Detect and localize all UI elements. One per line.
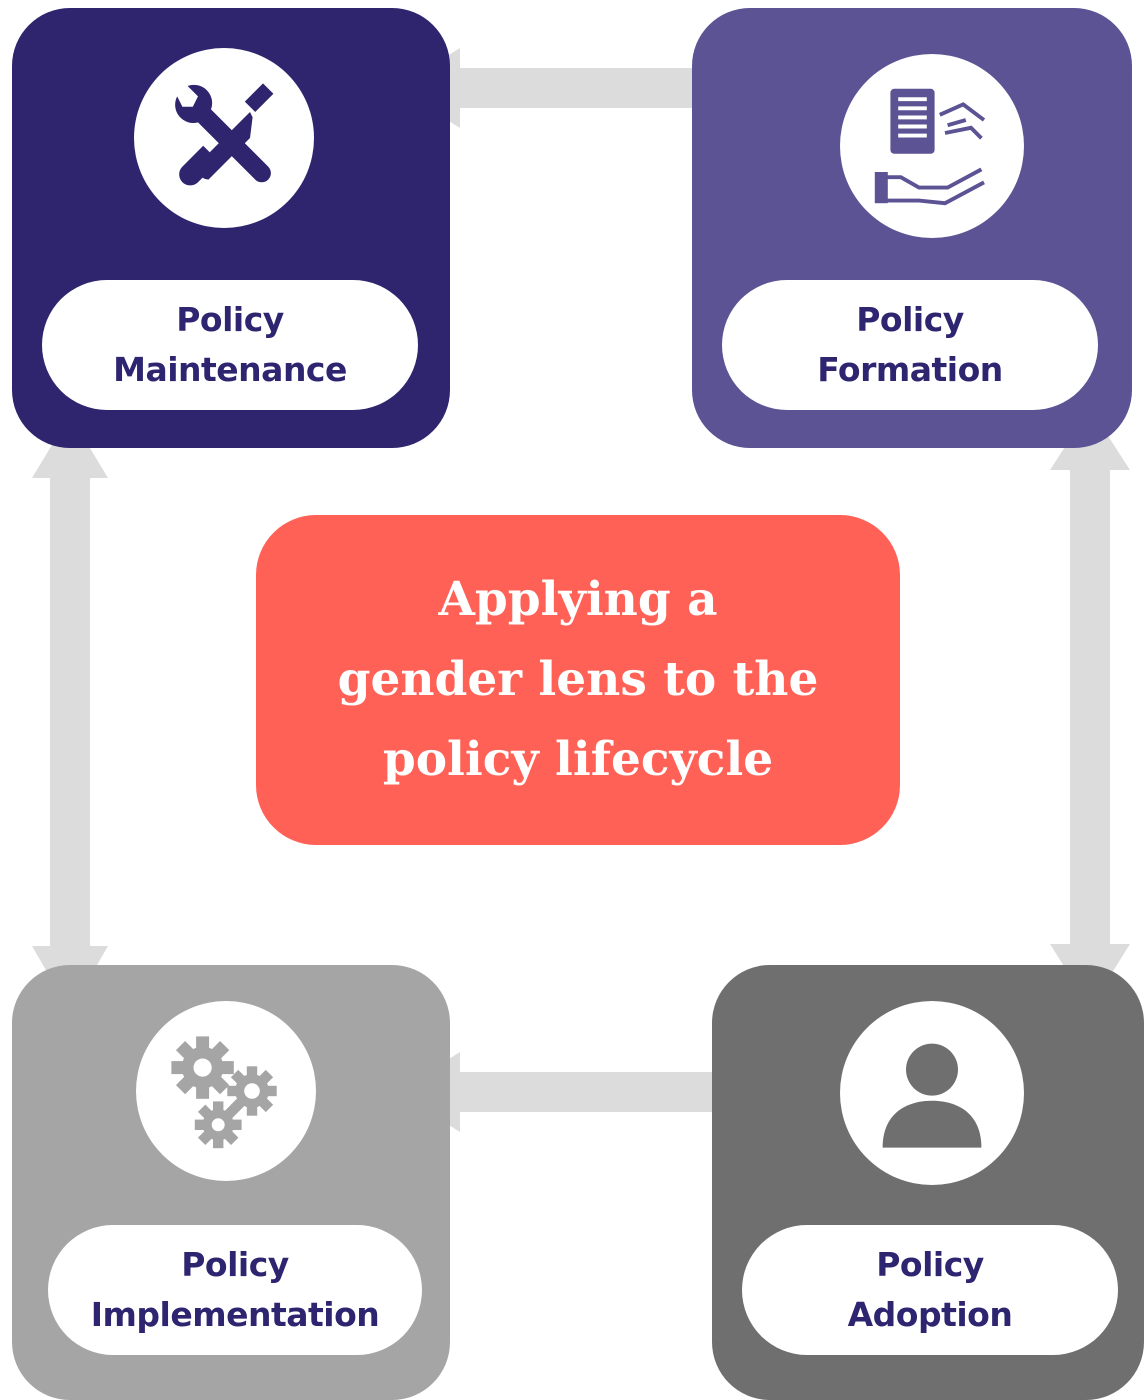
- center-title-line2: gender lens to the: [337, 652, 819, 707]
- label-line1: Policy: [856, 300, 964, 339]
- label-line2: Adoption: [847, 1295, 1013, 1334]
- arrow-maintenance-implementation: [32, 415, 108, 1012]
- center-title-line1: Applying a: [438, 572, 718, 627]
- label-line1: Policy: [876, 1245, 984, 1284]
- icon-circle-maintenance: [134, 48, 314, 228]
- card-policy-adoption: Policy Adoption: [712, 965, 1144, 1400]
- person-icon: [882, 1043, 982, 1148]
- arrow-maintenance-formation: [396, 48, 784, 128]
- icon-circle-formation: [840, 54, 1024, 238]
- icon-circle-implementation: [136, 1001, 316, 1181]
- card-policy-maintenance: Policy Maintenance: [12, 8, 450, 448]
- label-policy-formation: Policy Formation: [722, 280, 1098, 410]
- card-policy-formation: Policy Formation: [692, 8, 1132, 448]
- wrench-screwdriver-icon: [175, 83, 274, 186]
- gears-icon: [171, 1036, 277, 1149]
- arrow-implementation-adoption: [396, 1052, 784, 1132]
- label-policy-adoption: Policy Adoption: [742, 1225, 1118, 1355]
- card-policy-implementation: Policy Implementation: [12, 965, 450, 1400]
- center-title-line3: policy lifecycle: [382, 732, 774, 787]
- label-policy-implementation: Policy Implementation: [48, 1225, 422, 1355]
- document-hand-icon: [874, 88, 986, 206]
- label-line1: Policy: [176, 300, 284, 339]
- label-policy-maintenance: Policy Maintenance: [42, 280, 418, 410]
- label-line2: Implementation: [90, 1295, 380, 1334]
- label-line2: Formation: [817, 350, 1003, 389]
- center-title-box: Applying a gender lens to the policy lif…: [256, 515, 900, 845]
- label-line1: Policy: [181, 1245, 289, 1284]
- icon-circle-adoption: [840, 1001, 1024, 1185]
- arrow-formation-adoption: [1050, 408, 1130, 1008]
- label-line2: Maintenance: [113, 350, 347, 389]
